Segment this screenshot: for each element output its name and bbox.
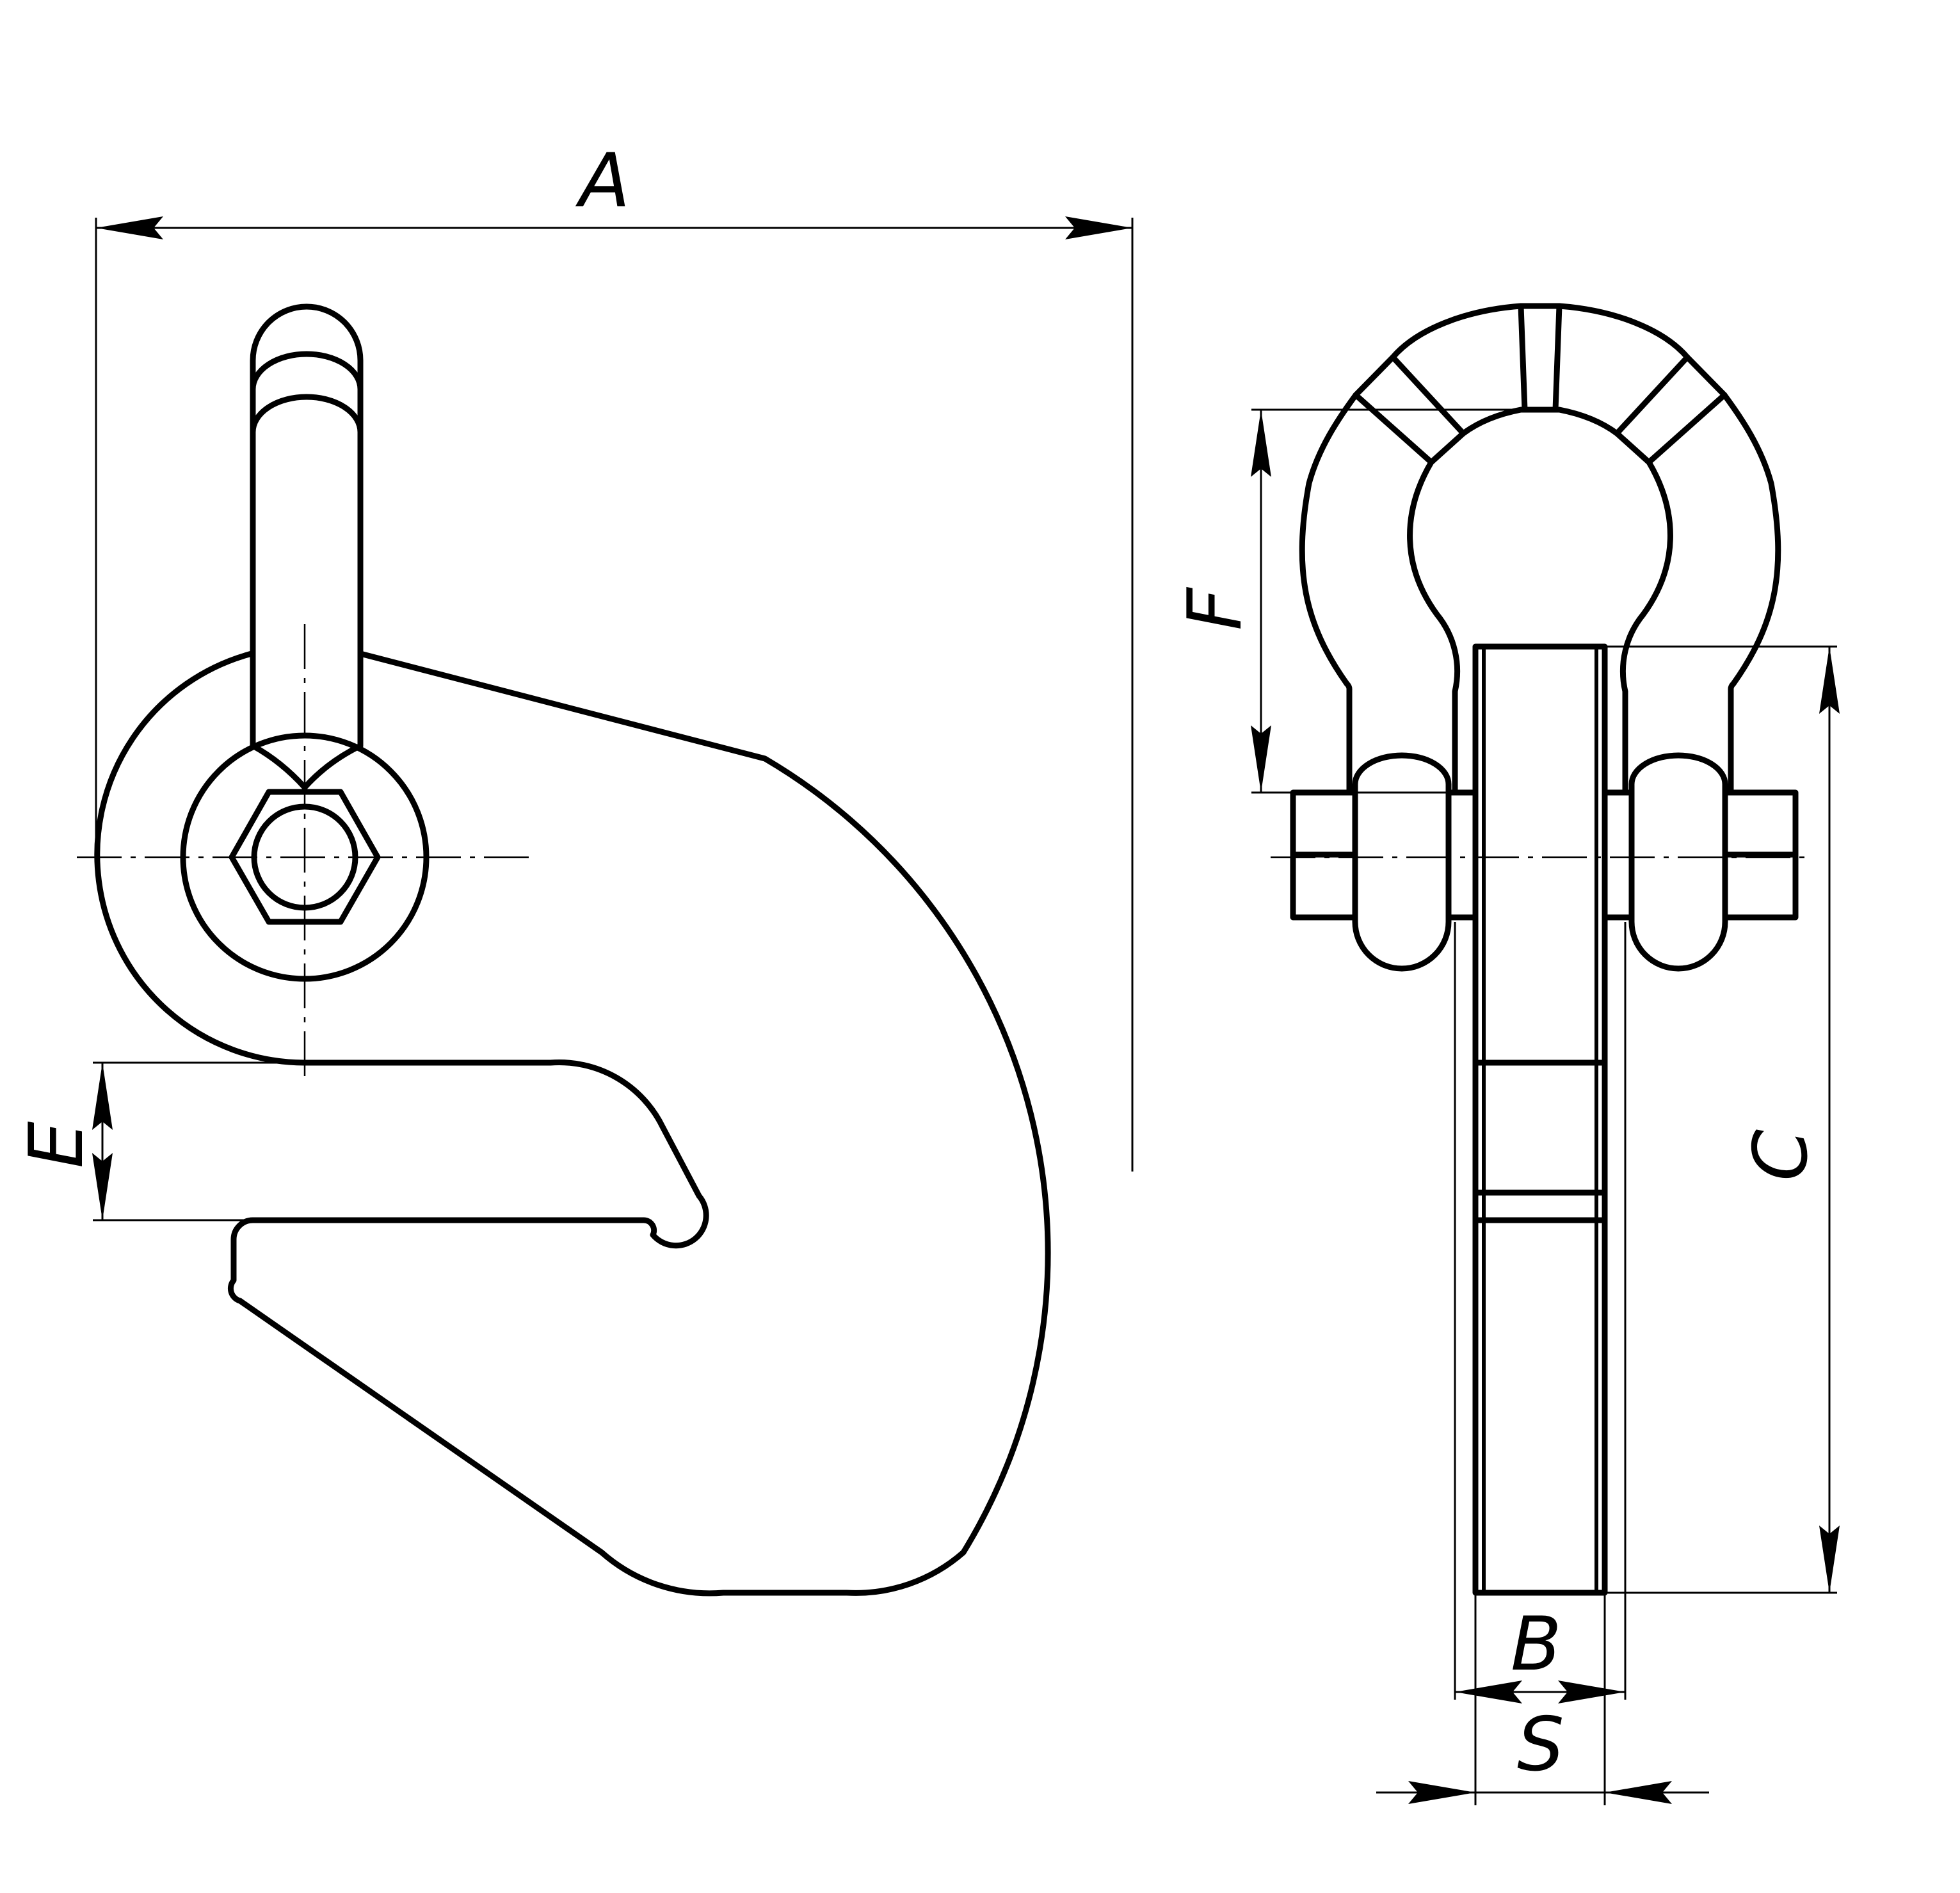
bolt-pin-ring-2	[250, 394, 364, 435]
arrow-b-right	[1558, 1680, 1625, 1704]
shackle-eye-left	[1352, 752, 1452, 972]
arrow-s-left	[1408, 1781, 1475, 1804]
bow-segment-line-2	[1390, 354, 1466, 437]
hook-plate-edge	[1472, 643, 1608, 1596]
arrow-e-bottom	[92, 1153, 113, 1220]
label-c: C	[1738, 1129, 1824, 1181]
bow-segment-line-3	[1518, 303, 1528, 413]
label-b: B	[1511, 1601, 1562, 1688]
dimension-c: C	[1605, 645, 1840, 1594]
bolt-pin-neck	[250, 743, 364, 791]
label-a: A	[575, 138, 630, 224]
shackle-eye-right	[1628, 752, 1728, 972]
dimension-s: S	[1376, 1593, 1709, 1805]
bow-segment-line-4	[1552, 303, 1562, 413]
bolt-pin	[250, 303, 364, 749]
label-s: S	[1517, 1702, 1564, 1788]
arrow-c-bottom	[1819, 1526, 1840, 1593]
arrow-f-bottom	[1251, 725, 1271, 793]
bow-segment-line-6	[1646, 392, 1728, 465]
bow-segment-line-5	[1614, 354, 1691, 437]
bolt-pin-ring-1	[250, 351, 364, 392]
shackle-bow-inner	[1407, 407, 1673, 796]
arrow-b-left	[1455, 1680, 1522, 1704]
arrow-e-top	[92, 1063, 113, 1130]
arrow-c-top	[1819, 647, 1840, 714]
hook-body-outline	[94, 650, 1051, 1597]
arrow-f-top	[1251, 410, 1271, 477]
label-f: F	[1172, 586, 1258, 631]
arrow-a-left	[96, 216, 163, 239]
hook-front-view	[1271, 303, 1808, 1596]
dimension-b: B	[1454, 922, 1627, 1704]
dimension-a: A	[95, 138, 1134, 1172]
arrow-a-right	[1065, 216, 1132, 239]
shackle-bow-outer	[1299, 303, 1781, 796]
bow-segment-line-1	[1353, 392, 1434, 465]
label-e: E	[13, 1121, 100, 1168]
arrow-s-right	[1605, 1781, 1672, 1804]
dimension-f: F	[1172, 408, 1525, 794]
hook-side-view	[77, 303, 1051, 1597]
dimension-e: E	[13, 1061, 304, 1221]
